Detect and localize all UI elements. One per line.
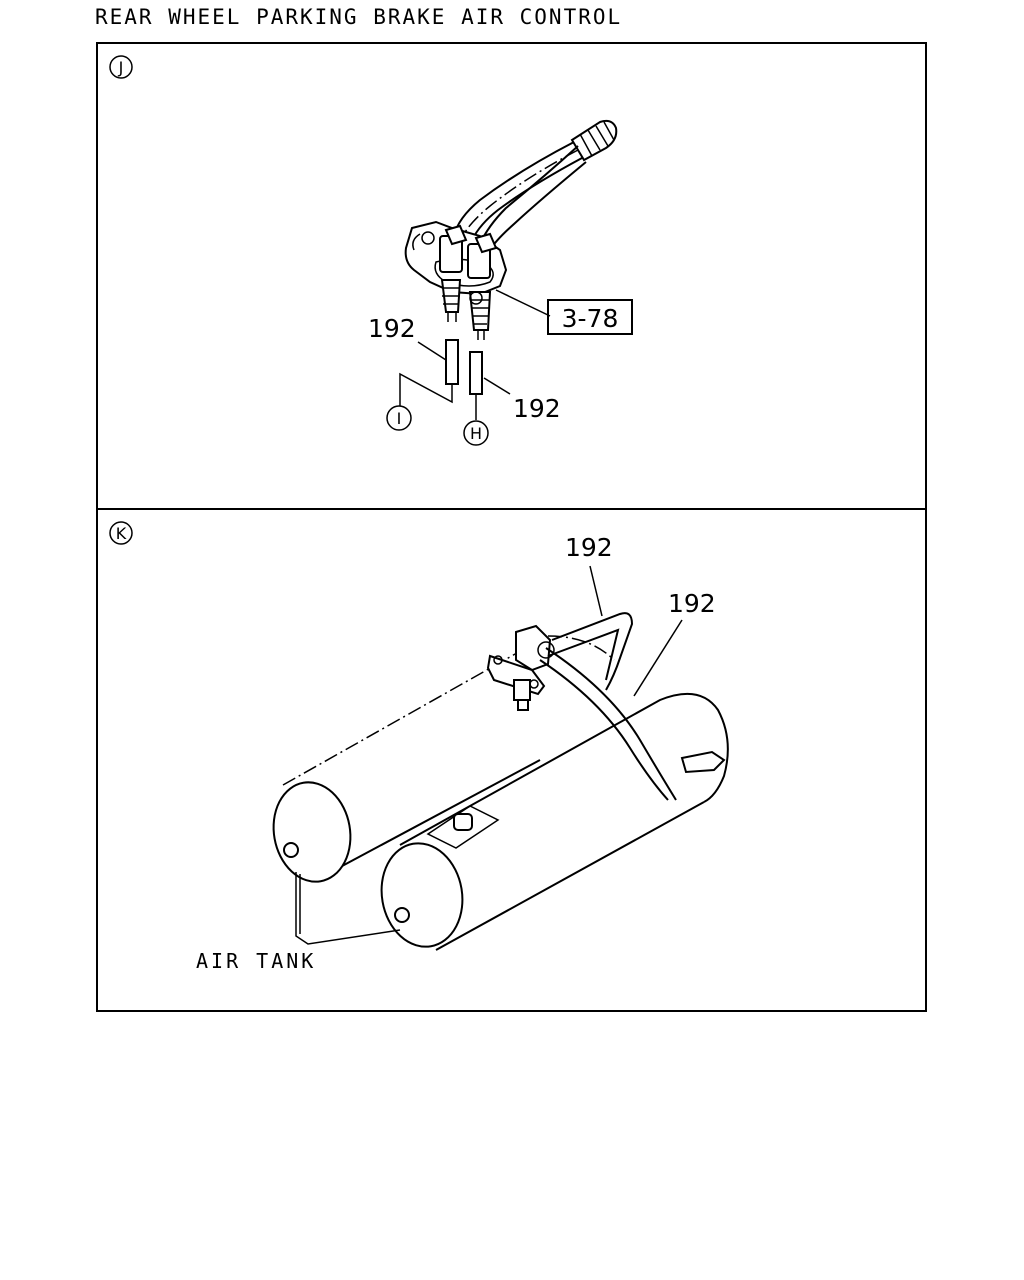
ref-box-label: 3-78 — [562, 304, 619, 333]
callout-192-right: 192 — [513, 394, 561, 423]
connector-i-line — [399, 372, 453, 406]
panel-j-frame — [96, 42, 927, 510]
panel-k: K — [96, 508, 927, 1012]
leader-192-right-k — [633, 619, 683, 697]
connector-i-letter: I — [397, 409, 402, 428]
section-marker-j-letter: J — [118, 58, 124, 77]
connector-h-marker: H — [463, 420, 489, 446]
leader-192-left — [417, 341, 447, 361]
tube-192-right — [469, 351, 483, 395]
panel-k-frame — [96, 508, 927, 1012]
callout-192-right-k: 192 — [668, 589, 716, 618]
air-tank-leader — [295, 872, 401, 945]
section-marker-k-letter: K — [116, 524, 127, 543]
section-marker-j: J — [109, 55, 133, 79]
page-title: REAR WHEEL PARKING BRAKE AIR CONTROL — [95, 5, 622, 29]
section-marker-k: K — [109, 521, 133, 545]
connector-i-marker: I — [386, 405, 412, 431]
panel-j: J — [96, 42, 927, 510]
connector-h-letter: H — [470, 424, 482, 443]
leader-192-top — [589, 565, 603, 617]
ref-box-3-78[interactable]: 3-78 — [547, 299, 633, 335]
air-tank-label: AIR TANK — [196, 949, 316, 973]
leader-192-right — [483, 377, 511, 395]
tube-192-left — [445, 339, 459, 385]
hose-assembly-illustration — [404, 119, 618, 340]
callout-192-top: 192 — [565, 533, 613, 562]
callout-192-left: 192 — [368, 314, 416, 343]
air-tanks-illustration — [272, 612, 729, 951]
